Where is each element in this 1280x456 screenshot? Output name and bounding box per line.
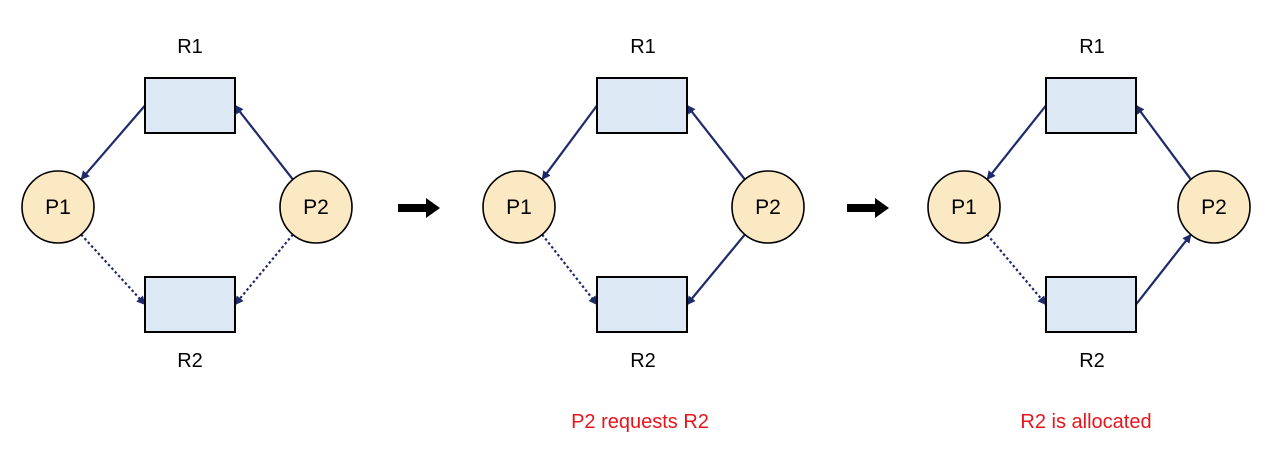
- edge-p2-to-r1: [686, 104, 746, 181]
- edge-p2-to-r1: [1135, 104, 1192, 181]
- edge-p2-to-r1: [234, 104, 294, 181]
- panel-caption: R2 is allocated: [1020, 411, 1151, 433]
- resource-r2-box: [144, 276, 236, 333]
- resource-r1-box: [144, 77, 236, 134]
- edge-p2-to-r2-dotted: [234, 233, 294, 306]
- panel-caption: P2 requests R2: [571, 411, 709, 433]
- process-p1-circle: [482, 170, 556, 244]
- resource-r1-label: R1: [1079, 36, 1105, 58]
- edge-r1-to-p1: [986, 104, 1047, 181]
- edge-p1-to-r2-dotted: [986, 233, 1047, 306]
- edge-r1-to-p1: [541, 104, 598, 181]
- step-arrow-1: [398, 198, 440, 218]
- resource-r1-box: [596, 77, 688, 134]
- resource-r2-label: R2: [630, 350, 656, 372]
- edge-r1-to-p1: [80, 104, 146, 181]
- process-p2-circle: [279, 170, 353, 244]
- process-p1-circle: [21, 170, 95, 244]
- step-arrow-2: [847, 198, 889, 218]
- resource-r2-label: R2: [177, 350, 203, 372]
- process-p2-label: P2: [755, 196, 781, 219]
- process-p2-circle: [1177, 170, 1251, 244]
- edge-p1-to-r2-dotted: [80, 233, 146, 306]
- process-p1-label: P1: [45, 196, 71, 219]
- resource-r2-box: [596, 276, 688, 333]
- resource-r2-box: [1045, 276, 1137, 333]
- edge-r2-to-p2: [1135, 233, 1192, 306]
- process-p2-label: P2: [1201, 196, 1227, 219]
- process-p1-circle: [927, 170, 1001, 244]
- process-p1-label: P1: [951, 196, 977, 219]
- resource-r1-label: R1: [630, 36, 656, 58]
- resource-r1-box: [1045, 77, 1137, 134]
- edge-p1-to-r2-dotted: [541, 233, 598, 306]
- resource-r1-label: R1: [177, 36, 203, 58]
- process-p2-circle: [731, 170, 805, 244]
- edge-p2-to-r2: [686, 233, 746, 306]
- process-p1-label: P1: [506, 196, 532, 219]
- resource-r2-label: R2: [1079, 350, 1105, 372]
- process-p2-label: P2: [303, 196, 329, 219]
